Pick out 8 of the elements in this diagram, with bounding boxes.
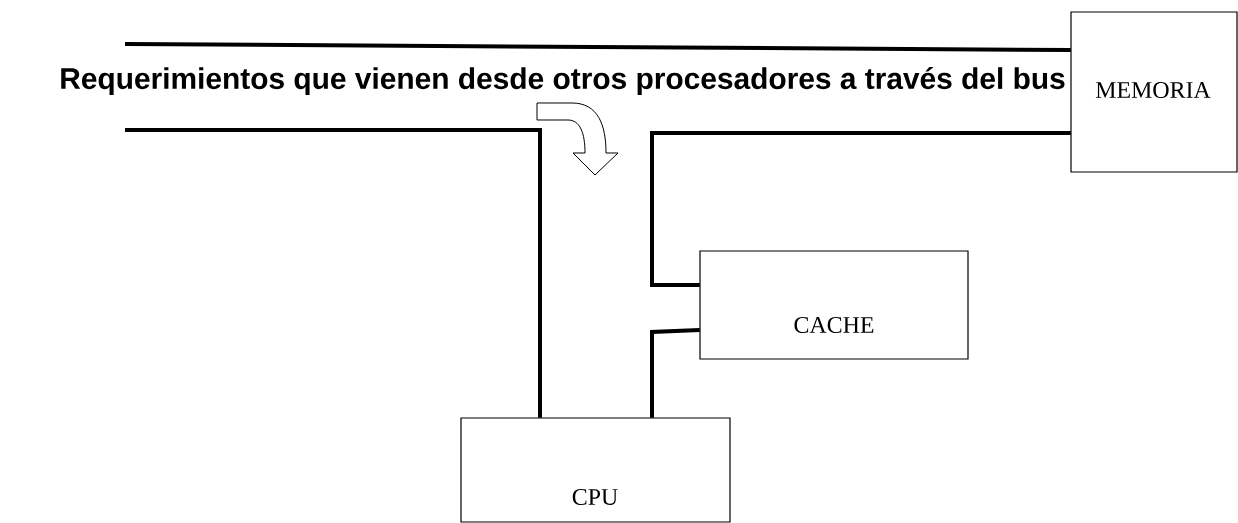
component-box: CACHE bbox=[699, 250, 969, 360]
component-box: CPU bbox=[460, 417, 731, 523]
connector-line bbox=[125, 42, 1071, 52]
component-box: MEMORIA bbox=[1070, 11, 1238, 173]
connector-line bbox=[125, 128, 542, 418]
connector-line bbox=[650, 328, 700, 418]
connector-line bbox=[650, 131, 1071, 287]
bus-label: Requerimientos que vienen desde otros procesadores a través del bus bbox=[61, 66, 1065, 96]
